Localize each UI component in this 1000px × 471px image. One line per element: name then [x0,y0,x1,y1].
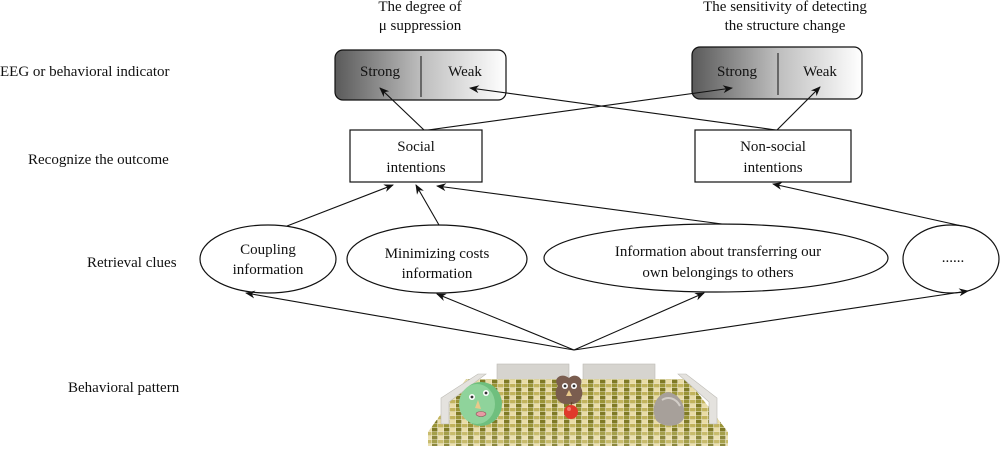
scene-floor-front-edge [428,432,728,446]
scene-wall-left [440,373,487,425]
clue-ellipse-minimizing: Minimizing costs information [346,224,528,294]
clue-transferring-line2: own belongings to others [642,265,793,281]
arrow-social-to-structure-strong [427,85,733,131]
row-label-clues: Retrieval clues [87,255,177,271]
arrow-transferring-to-social [436,183,723,225]
clue-ellipse-coupling: Coupling information [199,224,337,294]
indicator-structure-strong: Strong [717,64,758,80]
arrow-social-to-mu-strong [379,87,425,131]
scene-wall-right [677,373,718,425]
arrow-coupling-to-social [286,184,394,227]
row-label-outcome: Recognize the outcome [28,152,169,168]
clue-coupling-line2: information [233,262,304,278]
behavior-scene [428,363,728,446]
outcome-nonsocial-line1: Non-social [740,139,806,155]
outcome-box-nonsocial: Non-social intentions [694,129,852,183]
outcome-nonsocial-line2: intentions [743,160,802,176]
outcome-social-line2: intentions [386,160,445,176]
indicator-title-mu-line1: The degree of [378,0,462,15]
clue-transferring-line1: Information about transferring our [615,244,821,260]
apple-icon [564,401,578,419]
clue-more-line1: ...... [942,250,965,266]
clue-ellipse-transferring: Information about transferring our own b… [543,223,889,293]
row-label-pattern: Behavioral pattern [68,380,180,396]
row-label-indicator: EEG or behavioral indicator [0,64,170,80]
clue-minimizing-line2: information [402,266,473,282]
indicator-title-mu: The degree of μ suppression [335,0,505,36]
indicator-mu-weak: Weak [448,64,482,80]
arrow-more-to-nonsocial [772,182,963,227]
clue-coupling-line1: Coupling [240,242,296,258]
indicator-mu-strong: Strong [360,64,401,80]
arrow-nonsocial-to-structure-weak [776,86,821,131]
scene-floor [428,379,728,432]
arrow-nonsocial-to-mu-weak [469,85,777,131]
arrow-behavior-to-minimizing [436,293,575,351]
outcome-social-line1: Social [397,139,435,155]
arrow-behavior-to-more [573,288,969,351]
indicator-title-structure-line1: The sensitivity of detecting [703,0,867,15]
indicator-title-mu-line2: μ suppression [378,18,462,34]
agent-brown-icon [555,375,583,405]
indicator-box-structure: Strong Weak [691,46,863,100]
indicator-title-structure: The sensitivity of detecting the structu… [680,0,890,36]
arrow-behavior-to-transferring [573,292,705,351]
clue-minimizing-line1: Minimizing costs [385,246,490,262]
arrow-behavior-to-coupling [245,290,575,351]
rock-icon [653,392,685,426]
arrow-minimizing-to-social [415,184,440,226]
indicator-box-mu: Strong Weak [334,49,507,101]
outcome-box-social: Social intentions [349,129,483,183]
indicator-structure-weak: Weak [803,64,837,80]
agent-green-icon [459,382,502,426]
clue-ellipse-more: ...... [902,224,1000,294]
indicator-title-structure-line2: the structure change [724,18,846,34]
